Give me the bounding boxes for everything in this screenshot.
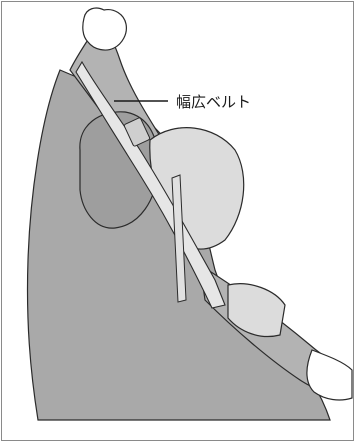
fist <box>83 8 127 50</box>
callout-label-wide-belt: 幅広ベルト <box>176 92 251 112</box>
hand <box>307 350 352 400</box>
